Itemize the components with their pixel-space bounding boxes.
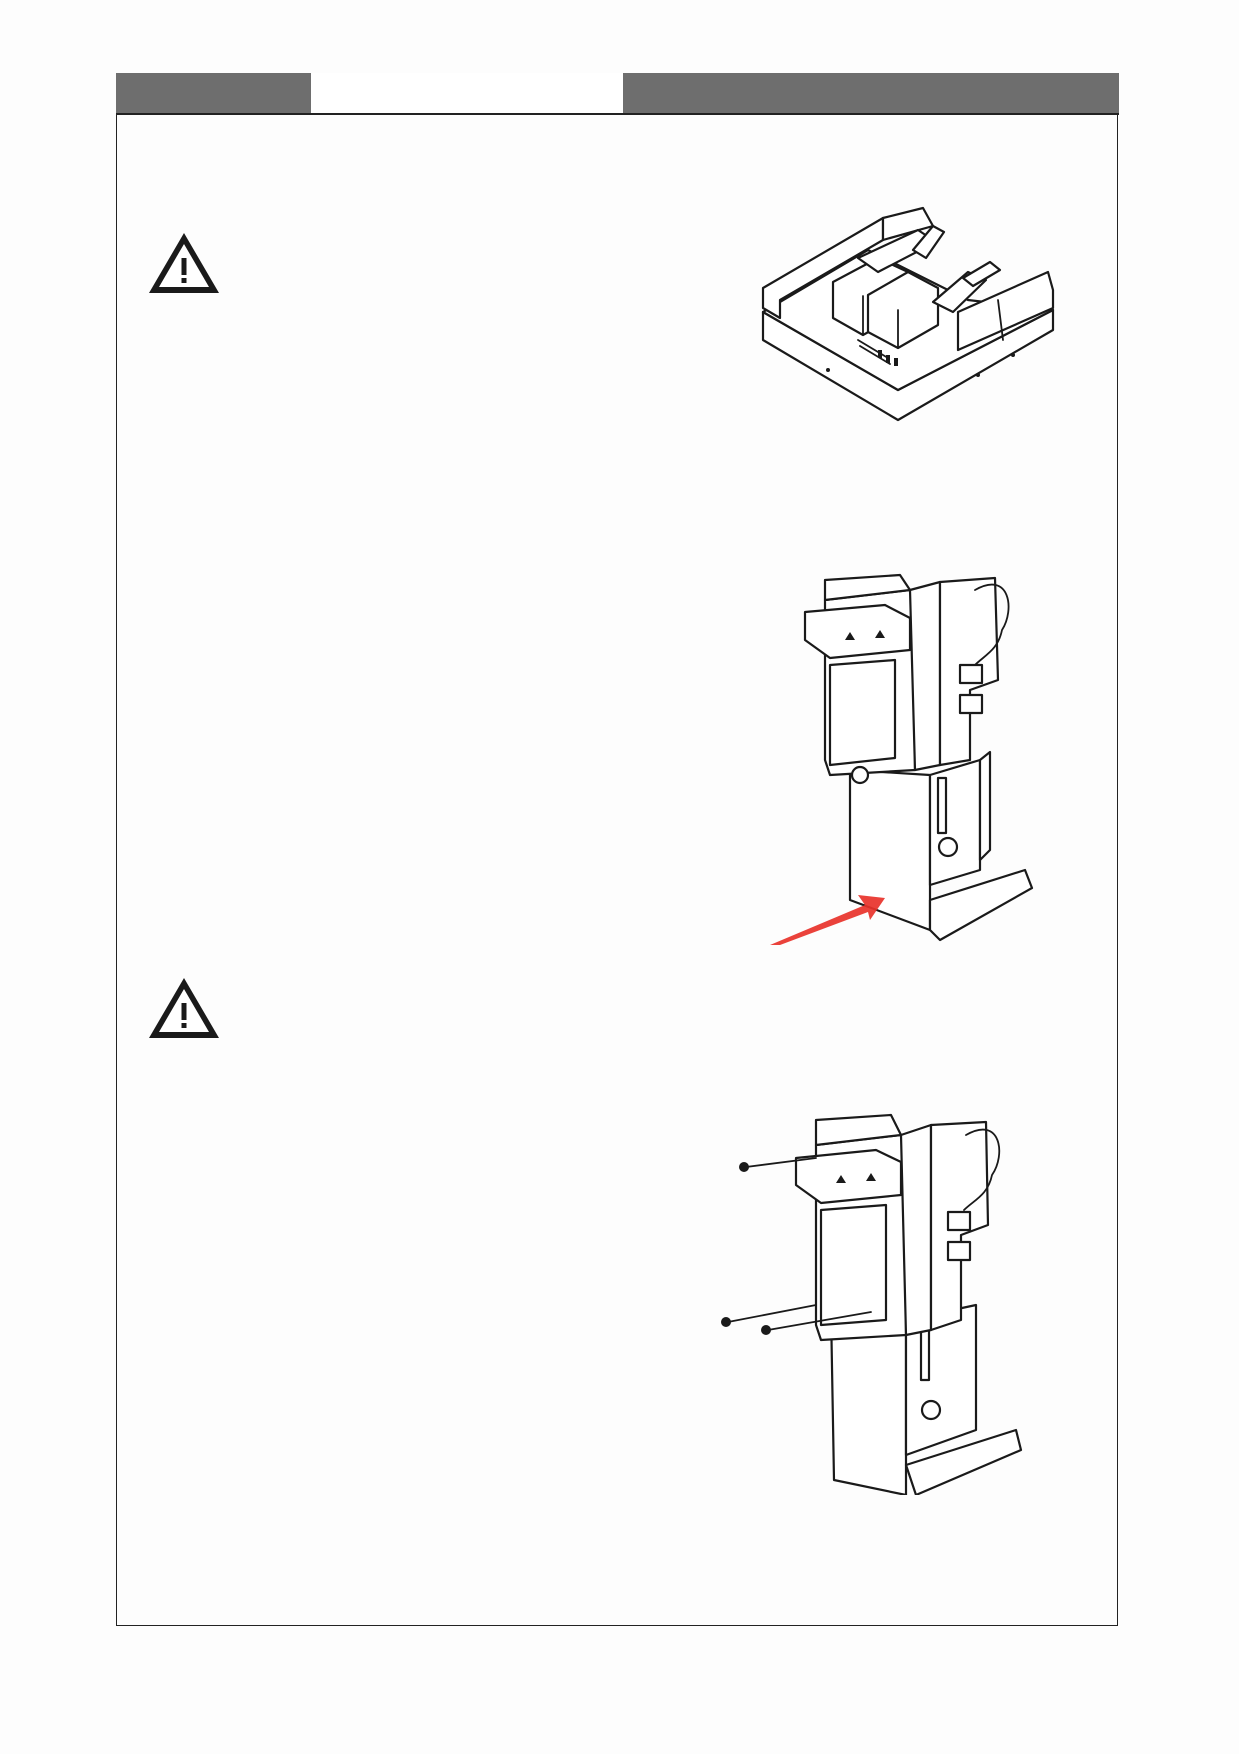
frame-top-rule — [116, 113, 1119, 115]
page-frame — [116, 114, 1118, 1626]
header-bar-left — [116, 73, 311, 115]
bill-validator-slide-in-illustration — [770, 570, 1040, 945]
header-bar-right — [623, 73, 1119, 115]
bill-validator-screws-illustration — [716, 1110, 1034, 1497]
warning-triangle-icon — [146, 975, 222, 1041]
warning-triangle-icon — [146, 230, 222, 296]
header-tab-center — [311, 73, 623, 115]
mounting-frame-illustration — [758, 200, 1058, 422]
